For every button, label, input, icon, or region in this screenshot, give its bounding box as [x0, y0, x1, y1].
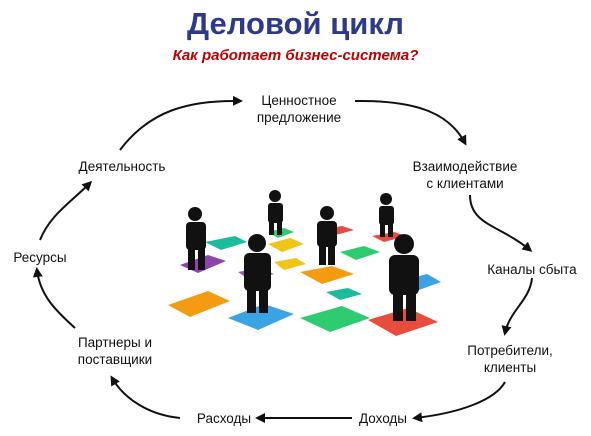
arrow-consumers-to-income [412, 381, 506, 423]
person-1-icon [186, 207, 206, 270]
diagram-subtitle: Как работает бизнес-система? [172, 47, 419, 64]
node-consumers: Потребители, клиенты [467, 343, 553, 375]
person-6-icon [389, 234, 419, 321]
node-income: Доходы [358, 411, 408, 426]
node-resources: Ресурсы [13, 250, 67, 265]
person-5-icon [244, 234, 271, 313]
person-2-icon [268, 190, 283, 235]
arrow-interaction-to-channels [469, 194, 533, 252]
node-activity: Деятельность [78, 159, 166, 174]
diagram-title: Деловой цикл [187, 6, 404, 41]
arrow-partners-to-resources [32, 267, 76, 329]
node-value-proposition: Ценностное предложение [256, 93, 342, 125]
node-sales-channels: Каналы сбыта [487, 262, 577, 277]
arrow-expenses-to-partners [110, 375, 181, 419]
person-4-icon [379, 193, 394, 237]
node-customer-interaction: Взаимодействие с клиентами [412, 159, 518, 191]
arrow-value-to-interaction [354, 99, 467, 146]
arrow-resources-to-activity [39, 180, 93, 241]
person-3-icon [317, 206, 337, 265]
node-partners: Партнеры и поставщики [77, 335, 153, 367]
node-expenses: Расходы [196, 411, 252, 426]
arrow-channels-to-consumers [501, 277, 533, 336]
business-people [186, 190, 419, 321]
arrow-activity-to-value [119, 95, 243, 151]
